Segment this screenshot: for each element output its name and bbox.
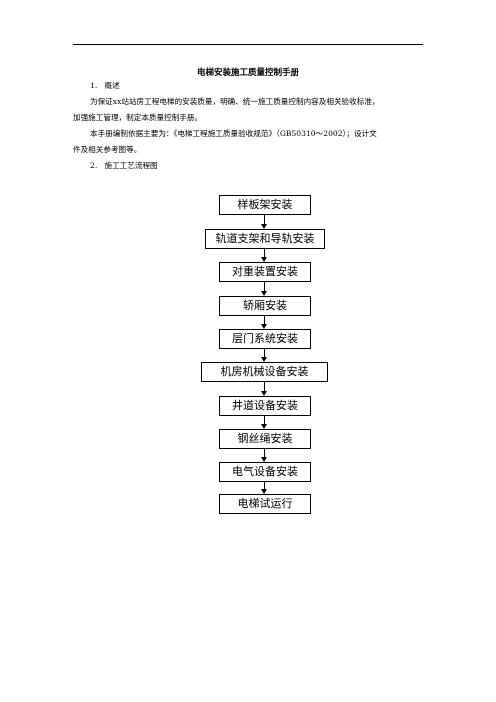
flowchart-step: 钢丝绳安装 <box>219 429 311 449</box>
flowchart-step: 对重装置安装 <box>219 262 311 282</box>
flowchart-step: 电气设备安装 <box>219 462 311 482</box>
flowchart-arrowhead <box>261 391 267 396</box>
flowchart-connector <box>264 382 265 391</box>
flowchart-step: 电梯试运行 <box>219 494 311 514</box>
flowchart-connector <box>264 416 265 424</box>
flowchart-step: 机房机械设备安装 <box>201 362 328 382</box>
flowchart-arrowhead <box>261 457 267 462</box>
section-2-heading: 2. 施工工艺流程图 <box>90 161 158 170</box>
flowchart-connector <box>264 215 265 224</box>
flowchart-connector <box>264 482 265 489</box>
section-1-paragraph-2-line-2: 件及相关参考图等。 <box>73 145 142 154</box>
section-1-paragraph-2-line-1: 本手册编制依据主要为：《电梯工程施工质量验收规范》（GB50310～2002）；… <box>90 129 377 138</box>
flowchart-step: 层门系统安装 <box>219 329 311 349</box>
header-rule <box>73 44 423 45</box>
flowchart-connector <box>264 282 265 291</box>
section-1-paragraph-1-line-1: 为保证xx站站房工程电梯的安装质量，明确、统一施工质量控制内容及相关验收标准， <box>90 97 380 106</box>
flowchart-arrowhead <box>261 489 267 494</box>
flowchart-arrowhead <box>261 291 267 296</box>
flowchart-step: 轨道支架和导轨安装 <box>205 229 325 249</box>
flowchart-arrowhead <box>261 324 267 329</box>
flowchart-step: 井道设备安装 <box>219 396 311 416</box>
flowchart-connector <box>264 316 265 324</box>
flowchart-connector <box>264 449 265 457</box>
flowchart-connector <box>264 349 265 357</box>
flowchart-step: 样板架安装 <box>219 195 311 215</box>
flowchart-arrowhead <box>261 357 267 362</box>
flowchart-step: 轿厢安装 <box>219 296 311 316</box>
document-title: 电梯安装施工质量控制手册 <box>196 68 299 78</box>
flowchart-arrowhead <box>261 424 267 429</box>
flowchart-connector <box>264 249 265 257</box>
flowchart-arrowhead <box>261 257 267 262</box>
section-1-heading: 1. 概述 <box>90 81 120 90</box>
flowchart-arrowhead <box>261 224 267 229</box>
section-1-paragraph-1-line-2: 加强施工管理，制定本质量控制手册。 <box>73 113 203 122</box>
